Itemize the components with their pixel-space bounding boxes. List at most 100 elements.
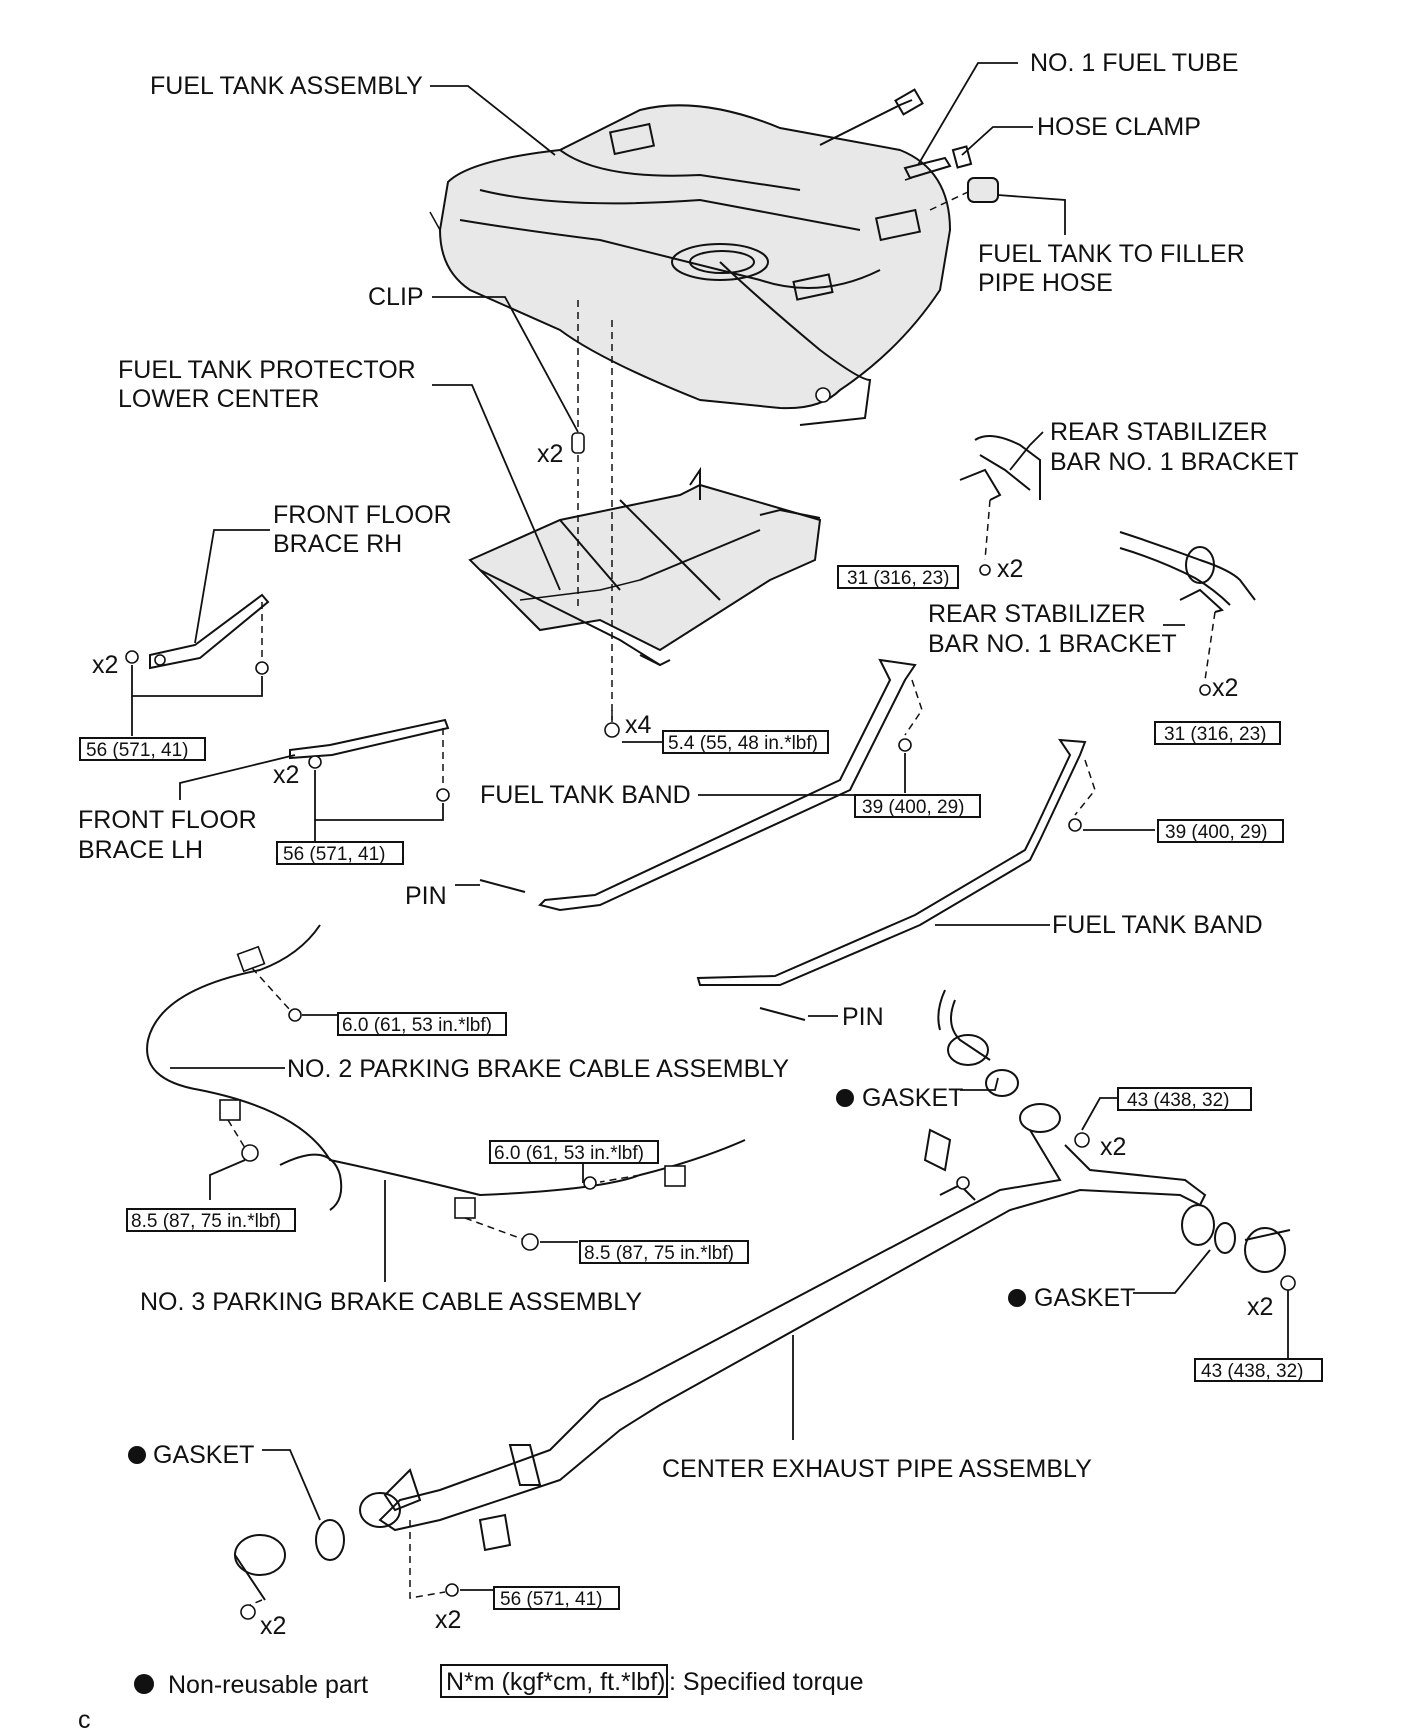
gasket-lower-leader [262, 1449, 321, 1521]
torque-box-band-2 [1157, 819, 1284, 843]
filler-pipe-hose-leader [997, 194, 1066, 235]
front-exhaust-torque-leader [1081, 1097, 1117, 1131]
qty-protector-bolt: x4 [625, 711, 652, 739]
qty-lh-brace: x2 [273, 761, 299, 789]
gasket-rear-leader [1133, 1249, 1211, 1294]
torque-box-protector [662, 730, 829, 754]
label-protector-1: FUEL TANK PROTECTOR [118, 356, 416, 384]
qty-clip: x2 [537, 440, 563, 468]
torque-box-cable-middle [489, 1140, 659, 1164]
bracket-a-label-leader [1009, 431, 1044, 471]
label-no1-fuel-tube: NO. 1 FUEL TUBE [1030, 49, 1238, 77]
torque-box-rh-brace [79, 737, 206, 761]
qty-bracket-a: x2 [997, 555, 1023, 583]
no1-fuel-tube-leader [917, 62, 1018, 166]
rh-brace-torque-leader [131, 665, 263, 697]
label-fuel-tank-band-2: FUEL TANK BAND [1052, 911, 1263, 939]
torque-cable-upper: 6.0 (61, 53 in.*lbf) [342, 1015, 492, 1036]
torque-cable-middle: 6.0 (61, 53 in.*lbf) [494, 1143, 644, 1164]
clip-part [571, 432, 585, 454]
torque-lh-brace: 56 (571, 41) [283, 844, 385, 865]
torque-box-bracket-a [837, 565, 959, 589]
fuel-tank-assembly-leader [430, 85, 556, 156]
label-fuel-tank-band-1: FUEL TANK BAND [480, 781, 691, 809]
label-protector-2: LOWER CENTER [118, 385, 319, 413]
front-floor-brace-rh-drawing [125, 593, 270, 675]
fuel-tube-and-hose-drawing [903, 145, 999, 211]
cable-left-nut-leader [209, 1159, 246, 1200]
torque-rh-brace: 56 (571, 41) [86, 740, 188, 761]
non-reusable-marker-lower [128, 1446, 146, 1464]
torque-protector: 5.4 (55, 48 in.*lbf) [668, 733, 818, 754]
label-no3-parking-brake-cable: NO. 3 PARKING BRAKE CABLE ASSEMBLY [140, 1288, 642, 1316]
pin-2-part [759, 1007, 806, 1021]
torque-box-band-1 [854, 794, 981, 818]
torque-box-bracket-b [1154, 721, 1281, 745]
torque-box-exhaust-lower [493, 1586, 620, 1610]
label-filler-pipe-hose-2: PIPE HOSE [978, 269, 1113, 297]
protector-bolt-part [604, 710, 620, 738]
label-gasket-lower: GASKET [153, 1441, 254, 1469]
torque-bracket-b: 31 (316, 23) [1164, 724, 1266, 745]
label-clip: CLIP [368, 283, 424, 311]
clip-leader [432, 296, 579, 433]
torque-cable-nut-right: 8.5 (87, 75 in.*lbf) [584, 1243, 734, 1264]
pin-1-part [479, 879, 526, 893]
torque-bracket-a: 31 (316, 23) [847, 568, 949, 589]
torque-box-cable-nut-right [579, 1240, 749, 1264]
front-floor-brace-lh-drawing [289, 718, 450, 802]
fuel-tank-band-2-drawing [696, 738, 1096, 986]
label-bracket-a-2: BAR NO. 1 BRACKET [1050, 448, 1299, 476]
torque-box-exhaust-front [1117, 1087, 1252, 1111]
label-gasket-rear: GASKET [1034, 1284, 1135, 1312]
figure-letter: c [78, 1706, 91, 1734]
qty-lower-bolt: x2 [435, 1606, 461, 1634]
qty-lower-nut: x2 [260, 1612, 286, 1640]
torque-band-1: 39 (400, 29) [862, 797, 964, 818]
torque-exhaust-rear: 43 (438, 32) [1201, 1361, 1303, 1382]
label-pin-1: PIN [405, 882, 447, 910]
legend-non-reusable: Non-reusable part [168, 1671, 368, 1699]
fuel-tank-protector-drawing [468, 466, 822, 667]
label-gasket-front: GASKET [862, 1084, 963, 1112]
qty-bracket-b: x2 [1212, 674, 1238, 702]
legend-non-reusable-marker [134, 1674, 154, 1694]
label-center-exhaust-pipe: CENTER EXHAUST PIPE ASSEMBLY [662, 1455, 1092, 1483]
torque-box-lh-brace [276, 841, 404, 865]
label-bracket-b-1: REAR STABILIZER [928, 600, 1146, 628]
torque-box-exhaust-rear [1194, 1358, 1323, 1382]
torque-band-2: 39 (400, 29) [1165, 822, 1267, 843]
qty-rh-brace: x2 [92, 651, 118, 679]
label-rh-brace-2: BRACE RH [273, 530, 402, 558]
lh-brace-label-leader [179, 754, 296, 800]
parking-brake-cables-drawing [146, 924, 746, 1251]
torque-exhaust-front: 43 (438, 32) [1127, 1090, 1229, 1111]
label-lh-brace-2: BRACE LH [78, 836, 203, 864]
gasket-front-leader [960, 1077, 999, 1091]
label-lh-brace-1: FRONT FLOOR [78, 806, 257, 834]
torque-cable-nut-left: 8.5 (87, 75 in.*lbf) [131, 1211, 281, 1232]
qty-rear-exhaust-nut: x2 [1247, 1293, 1273, 1321]
fuel-tank-band-1-drawing [538, 658, 923, 912]
protector-leader [432, 384, 561, 591]
non-reusable-marker-rear [1008, 1289, 1026, 1307]
stabilizer-bracket-a-drawing [959, 435, 1041, 576]
label-no2-parking-brake-cable: NO. 2 PARKING BRAKE CABLE ASSEMBLY [287, 1055, 789, 1083]
label-bracket-a-1: REAR STABILIZER [1050, 418, 1268, 446]
label-fuel-tank-assembly: FUEL TANK ASSEMBLY [150, 72, 423, 100]
hose-clamp-leader [961, 126, 1033, 156]
torque-box-cable-nut-left [126, 1208, 296, 1232]
qty-front-exhaust-nut: x2 [1100, 1133, 1126, 1161]
label-hose-clamp: HOSE CLAMP [1037, 113, 1201, 141]
label-bracket-b-2: BAR NO. 1 BRACKET [928, 630, 1177, 658]
torque-box-cable-upper [337, 1012, 507, 1036]
legend-torque-desc: : Specified torque [669, 1668, 864, 1696]
label-pin-2: PIN [842, 1003, 884, 1031]
non-reusable-marker-front [836, 1089, 854, 1107]
label-filler-pipe-hose-1: FUEL TANK TO FILLER [978, 240, 1245, 268]
lh-brace-torque-leader [314, 770, 444, 821]
stabilizer-bracket-b-drawing [1119, 531, 1256, 696]
rh-brace-label-leader [194, 529, 270, 644]
legend-torque-unit: N*m (kgf*cm, ft.*lbf) [446, 1668, 665, 1696]
